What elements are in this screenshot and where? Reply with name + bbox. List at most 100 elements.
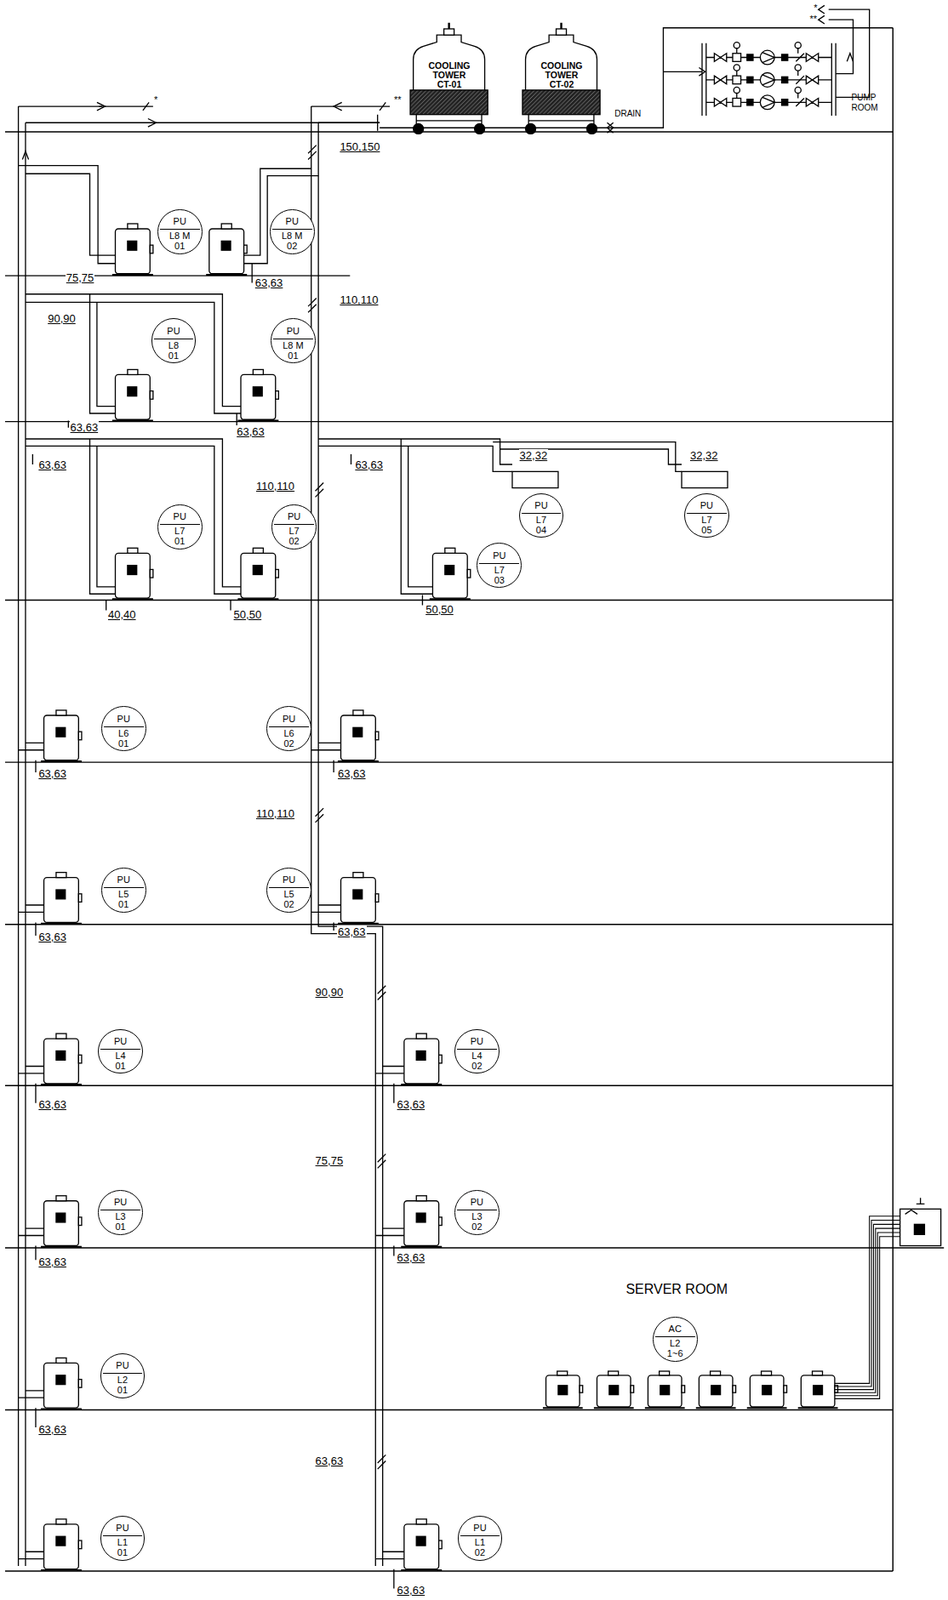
pipe-size: 50,50	[233, 608, 263, 622]
tag-number: 01	[98, 1222, 143, 1233]
tag-divider	[521, 513, 562, 514]
tag-divider	[272, 228, 313, 230]
tag-divider	[159, 228, 200, 230]
tag-type: PU	[270, 216, 315, 227]
pipe-size: 63,63	[37, 458, 68, 472]
unit-tag-circle: PUL201	[100, 1353, 146, 1400]
tag-type: PU	[271, 325, 315, 337]
unit-tag-circle: PUL101	[100, 1516, 146, 1562]
pipe-size: 110,110	[338, 293, 379, 307]
tag-divider	[103, 887, 144, 889]
tag-divider	[100, 1049, 141, 1051]
pipe-size: 63,63	[235, 425, 266, 439]
tag-level: L6	[102, 728, 146, 739]
pipe-size: 32,32	[519, 449, 549, 463]
tag-type: PU	[102, 713, 146, 725]
unit-tag-circle: PUL8 M01	[157, 209, 203, 255]
tag-divider	[479, 563, 520, 565]
tag-number: 01	[101, 1547, 145, 1559]
tag-number: 02	[458, 1547, 503, 1559]
tag-type: PU	[98, 1197, 143, 1208]
unit-tag-circle: ACL21~6	[652, 1317, 698, 1363]
pipe-size: 63,63	[69, 421, 100, 435]
pipe-size: 63,63	[37, 930, 68, 944]
tag-level: L3	[98, 1211, 143, 1223]
tag-level: L7	[685, 514, 729, 526]
refrigerant-pipes	[834, 1216, 901, 1400]
unit-tag-circle: PUL401	[97, 1029, 143, 1075]
tower-tag: CT-01	[437, 79, 463, 90]
pipe-size: 63,63	[336, 925, 367, 939]
unit-tag-circle: PUL8 M01	[270, 318, 316, 364]
pipe-size: 63,63	[396, 1584, 427, 1598]
unit-tag-circle: PUL402	[454, 1029, 500, 1075]
drain-note: DRAIN	[613, 108, 642, 120]
tag-divider	[103, 726, 144, 728]
tag-level: L2	[653, 1338, 697, 1349]
unit-tag-circle: PUL8 M02	[269, 209, 315, 255]
pipe-size: 63,63	[314, 1455, 345, 1468]
unit-tag-circle: PUL704	[519, 493, 565, 539]
pipe-size: 63,63	[37, 767, 68, 781]
pipe-size: 110,110	[255, 479, 296, 493]
tag-level: L4	[98, 1050, 143, 1062]
pipe-size: 63,63	[396, 1251, 427, 1265]
tower-name: COOLING TOWER	[414, 61, 485, 80]
pipe-size: 150,150	[338, 140, 381, 154]
tag-type: PU	[267, 874, 311, 886]
tag-number: 01	[102, 738, 146, 749]
tag-level: L6	[267, 728, 311, 739]
tag-number: 02	[267, 738, 311, 749]
pipe-size: 50,50	[424, 603, 455, 617]
pipe-size: 75,75	[65, 271, 96, 285]
pipe-size: 63,63	[336, 767, 367, 781]
tag-level: L4	[455, 1050, 499, 1062]
unit-tag-circle: PUL801	[151, 318, 197, 364]
cooling-tower-label: COOLING TOWERCT-02	[526, 61, 597, 90]
tag-level: L7	[158, 525, 202, 537]
tag-number: 01	[158, 240, 202, 252]
pipe-size: 63,63	[396, 1098, 427, 1112]
unit-tag-circle: PU L301	[97, 1190, 143, 1236]
tag-number: 02	[267, 899, 311, 910]
pipe-size: 40,40	[107, 608, 138, 622]
pipe-size: 32,32	[689, 449, 720, 463]
unit-tag-circle: PU L602	[266, 706, 312, 752]
tag-type: PU	[458, 1523, 503, 1534]
tag-type: PU	[98, 1036, 143, 1047]
tag-level: L5	[267, 889, 311, 900]
tag-level: L1	[458, 1537, 503, 1548]
tag-divider	[102, 1373, 143, 1375]
tag-type: PU	[267, 713, 311, 725]
tag-number: 02	[272, 536, 316, 547]
continuation-mark: **	[808, 13, 818, 25]
pipe-size: 63,63	[37, 1256, 68, 1269]
tag-divider	[655, 1336, 696, 1338]
tag-type: PU	[158, 511, 202, 522]
unit-tag-circle: PU L502	[266, 868, 312, 914]
tag-type: PU	[519, 500, 564, 511]
pipe-size: 90,90	[46, 312, 77, 326]
tag-number: 01	[158, 536, 202, 547]
cooling-tower-label: COOLING TOWERCT-01	[414, 61, 485, 90]
room-name: PUMP ROOM	[850, 92, 882, 114]
pipe-size: 63,63	[37, 1098, 68, 1112]
tag-type: PU	[272, 511, 316, 522]
tag-divider	[154, 338, 195, 340]
continuation-mark: *	[812, 2, 818, 14]
unit-tag-circle: PU L701	[157, 504, 203, 550]
tag-number: 01	[102, 899, 146, 910]
unit-tag-circle: PUL302	[454, 1190, 500, 1236]
tag-divider	[268, 887, 309, 889]
pipe-size: 63,63	[354, 458, 384, 472]
tag-number: 02	[455, 1061, 499, 1072]
tag-level: L7	[519, 514, 564, 526]
tag-number: 01	[152, 350, 196, 361]
tag-level: L2	[101, 1375, 145, 1386]
tag-level: L1	[101, 1537, 145, 1548]
tag-type: PU	[158, 216, 202, 227]
tag-divider	[159, 524, 200, 526]
unit-tag-circle: PUL702	[271, 504, 317, 550]
